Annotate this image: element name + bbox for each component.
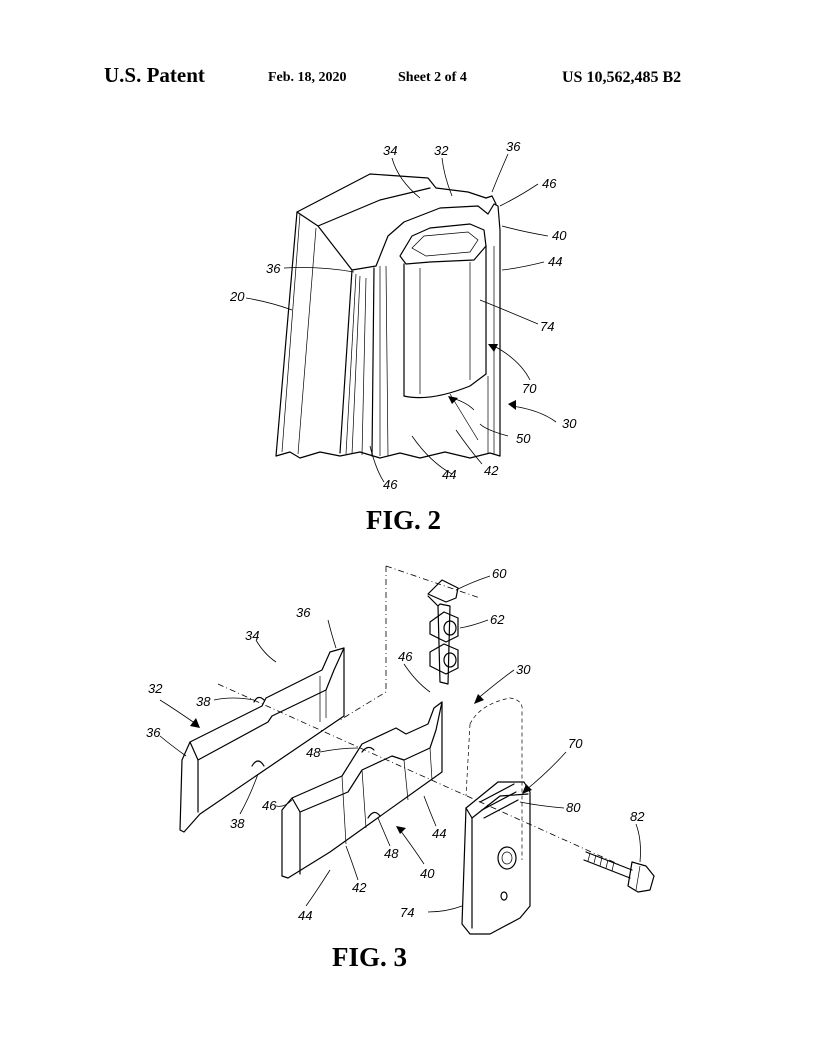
- fig2-label-42: 42: [484, 463, 499, 478]
- fig3-label-48b: 48: [384, 846, 399, 861]
- fig2-label-46: 46: [542, 176, 557, 191]
- fig3-label-40: 40: [420, 866, 435, 881]
- fig3-label-70: 70: [568, 736, 583, 751]
- fig3-label-82: 82: [630, 809, 645, 824]
- fig3-label-74: 74: [400, 905, 414, 920]
- fig2-label-20: 20: [229, 289, 245, 304]
- fig2-drawing: [245, 153, 557, 483]
- fig3-label-44: 44: [432, 826, 446, 841]
- fig3-labels: 60 62 36 34 46 30 32 38 36 48 70 46 80 3…: [146, 566, 645, 972]
- fig3-label-46b: 46: [262, 798, 277, 813]
- fig3-label-44b: 44: [298, 908, 312, 923]
- fig3-label-38: 38: [196, 694, 211, 709]
- fig3-label-62: 62: [490, 612, 505, 627]
- patent-publisher: U.S. Patent: [104, 63, 205, 87]
- fig2-label-44b: 44: [442, 467, 456, 482]
- fig3-label-38b: 38: [230, 816, 245, 831]
- fig3-label-48: 48: [306, 745, 321, 760]
- fig3-drawing: [159, 565, 655, 935]
- fig2-label-74: 74: [540, 319, 554, 334]
- fig2-label-44: 44: [548, 254, 562, 269]
- fig3-caption: FIG. 3: [332, 942, 407, 972]
- fig3-label-60: 60: [492, 566, 507, 581]
- fig3-label-42: 42: [352, 880, 367, 895]
- fig2-label-40: 40: [552, 228, 567, 243]
- fig3-label-32: 32: [148, 681, 163, 696]
- fig3-label-80: 80: [566, 800, 581, 815]
- fig2-label-32: 32: [434, 143, 449, 158]
- fig2-label-36: 36: [506, 139, 521, 154]
- fig3-label-46: 46: [398, 649, 413, 664]
- fig2-label-36b: 36: [266, 261, 281, 276]
- fig2-label-30: 30: [562, 416, 577, 431]
- patent-number: US 10,562,485 B2: [562, 69, 682, 86]
- fig2-label-46b: 46: [383, 477, 398, 492]
- patent-date: Feb. 18, 2020: [268, 70, 347, 85]
- fig3-label-36: 36: [296, 605, 311, 620]
- fig2-label-34: 34: [383, 143, 397, 158]
- fig2-label-50: 50: [516, 431, 531, 446]
- fig2-label-70: 70: [522, 381, 537, 396]
- fig2-labels: 34 32 36 46 40 44 36 20 74 70 30 50 42 4…: [229, 139, 577, 535]
- fig3-label-34: 34: [245, 628, 259, 643]
- fig3-label-36b: 36: [146, 725, 161, 740]
- sheet-number: Sheet 2 of 4: [398, 70, 467, 85]
- fig3-label-30: 30: [516, 662, 531, 677]
- fig2-caption: FIG. 2: [366, 505, 441, 535]
